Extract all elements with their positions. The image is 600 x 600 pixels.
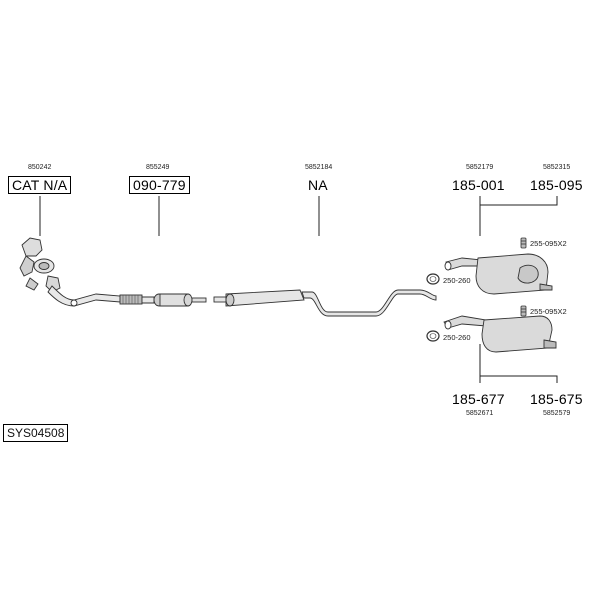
- ring-icon: [426, 330, 440, 342]
- part-label[interactable]: 185-095: [530, 177, 583, 193]
- part-code: 5852184: [305, 164, 333, 171]
- part-label[interactable]: 090-779: [129, 176, 190, 194]
- clamp-icon: [520, 305, 527, 317]
- part-label[interactable]: 185-677: [452, 391, 505, 407]
- part-label[interactable]: NA: [308, 177, 328, 193]
- part-label[interactable]: 185-675: [530, 391, 583, 407]
- system-id: SYS04508: [3, 424, 69, 442]
- clamp-icon: [520, 237, 527, 249]
- rear-silencer-upper: [444, 253, 553, 295]
- centre-silencer: [153, 293, 207, 307]
- part-code: 855249: [146, 164, 170, 171]
- part-code: 850242: [28, 164, 52, 171]
- rear-silencer-lower: [443, 315, 557, 353]
- accessory-label[interactable]: 250-260: [443, 276, 471, 285]
- middle-pipe: [213, 289, 437, 317]
- accessory-label[interactable]: 255-095X2: [530, 239, 567, 248]
- catalytic-converter: [19, 237, 61, 293]
- part-code: 5852315: [543, 164, 571, 171]
- accessory-label[interactable]: 250-260: [443, 333, 471, 342]
- part-code: 5852671: [466, 410, 494, 417]
- part-code: 5852579: [543, 410, 571, 417]
- part-label[interactable]: 185-001: [452, 177, 505, 193]
- part-code: 5852179: [466, 164, 494, 171]
- part-label[interactable]: CAT N/A: [8, 176, 72, 194]
- accessory-label[interactable]: 255-095X2: [530, 307, 567, 316]
- ring-icon: [426, 273, 440, 285]
- front-pipe: [47, 285, 155, 307]
